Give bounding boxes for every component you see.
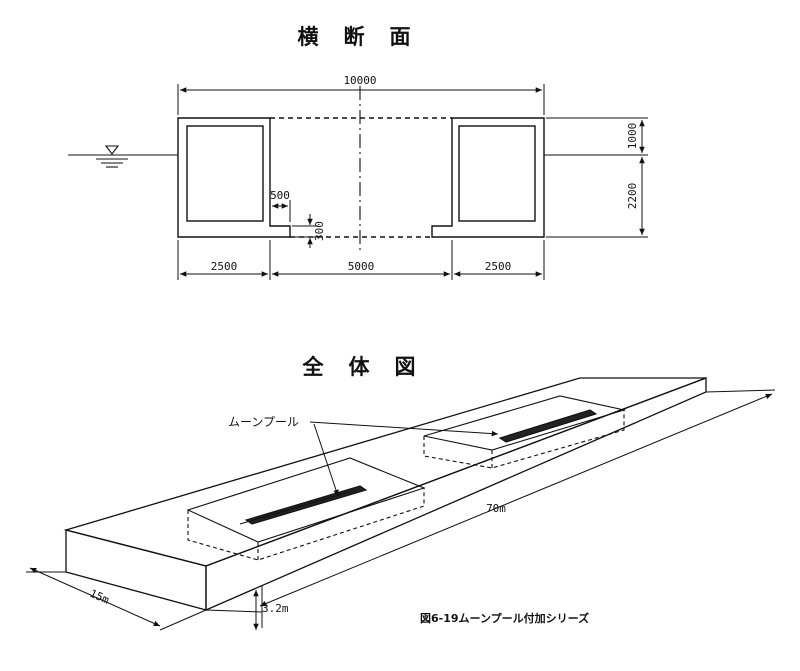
moonpool-label: ムーンプール [228,415,299,429]
left-hull [177,117,291,238]
dim-step-height-label: 300 [313,221,326,241]
dim-top-height-label: 1000 [626,123,639,150]
left-hull-inner [186,125,264,222]
dimension-length [205,389,776,613]
dimension-bottom [177,240,545,280]
dim-depth-label: 3.2m [262,602,289,615]
right-hull-inner [458,125,536,222]
right-hull [431,117,545,238]
dim-left-label: 2500 [211,260,238,273]
dim-bottom-height-label: 2200 [626,183,639,210]
overview-title: 全 体 図 [302,355,418,379]
dimension-depth [253,586,263,630]
cross-section-drawing [68,86,620,250]
dim-total-width-label: 10000 [343,74,376,87]
moonpool-front [186,457,426,561]
water-level-icon [96,145,128,168]
barge-isometric [63,377,707,611]
dimension-total-width [177,84,545,115]
dimension-height [546,117,648,238]
dim-step-width-label: 500 [270,189,290,202]
barge-side-face [205,377,707,611]
dim-center-label: 5000 [348,260,375,273]
dimension-step [269,200,318,248]
barge-top-face [63,377,707,567]
figure-caption: 図6-19ムーンプール付加シリーズ [420,611,589,625]
dim-right-label: 2500 [485,260,512,273]
cross-section-title: 横 断 面 [298,25,413,49]
dimension-width [26,567,207,631]
moonpool-rear [423,395,627,469]
dim-length-label: 70m [486,502,506,515]
moonpool-leaders [309,421,499,497]
dim-width-label: 15m [88,587,112,607]
